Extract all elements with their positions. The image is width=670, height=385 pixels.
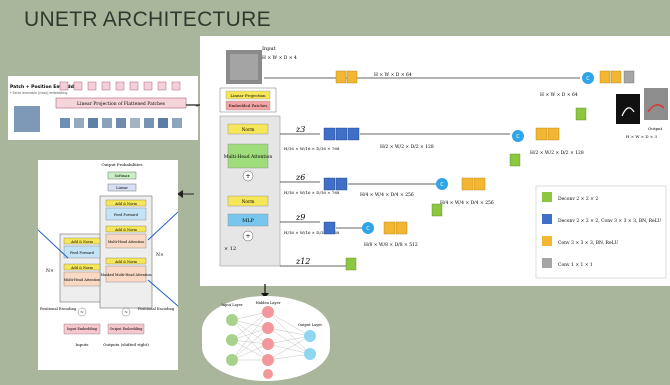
svg-text:Outputs (shifted right): Outputs (shifted right): [103, 342, 149, 347]
deconv-l2-up: [576, 108, 586, 120]
svg-text:Add & Norm: Add & Norm: [70, 266, 94, 270]
z3-label: z3: [295, 125, 305, 134]
z6-dims: H/16 × W/16 × D/16 × 768: [284, 190, 340, 195]
svg-text:Multi-Head Attention: Multi-Head Attention: [64, 278, 101, 282]
svg-text:Add & Norm: Add & Norm: [114, 260, 138, 264]
unetr-diagram: Input H × W × D × 4 Linear Projection Em…: [200, 36, 670, 286]
z3-dims: H/16 × W/16 × D/16 × 768: [284, 146, 340, 151]
output-label: Output: [648, 126, 663, 131]
legend-swatch-deconv-conv: [542, 214, 552, 224]
legend-swatch-conv1: [542, 258, 552, 268]
position-embedding-tokens: [60, 82, 180, 90]
extra-embedding-note: * Extra learnable [class] embedding: [10, 91, 67, 95]
output-probabilities-label: Output Probabilities: [101, 162, 142, 167]
transformer-diagram: Output Probabilities Softmax Linear Add …: [38, 160, 178, 370]
svg-text:Inputs: Inputs: [76, 342, 89, 347]
svg-text:Add & Norm: Add & Norm: [114, 228, 138, 232]
output-segmentation-image: [616, 94, 640, 124]
dims-level1-b: H × W × D × 64: [540, 92, 578, 98]
transformer-panel: Output Probabilities Softmax Linear Add …: [38, 160, 178, 370]
image-patch-thumbnails: [14, 106, 182, 132]
legend-label-deconv-conv: Deconv 2 × 2 × 2, Conv 3 × 3 × 3, BN, Re…: [558, 218, 661, 224]
dims-level2-a: H/2 × W/2 × D/2 × 128: [380, 144, 434, 150]
vit-patch-diagram: Patch + Position Embedding * Extra learn…: [8, 76, 198, 140]
svg-text:C: C: [440, 182, 444, 188]
svg-text:C: C: [586, 76, 590, 82]
z6-label: z6: [295, 173, 305, 182]
dims-level2-b: H/2 × W/2 × D/2 × 128: [530, 150, 584, 156]
linear-projection-label: Linear Projection of Flattened Patches: [77, 101, 166, 107]
dims-level3-b: H/4 × W/4 × D/4 × 256: [440, 200, 494, 206]
legend-label-conv1: Conv 1 × 1 × 1: [558, 262, 593, 268]
svg-text:~: ~: [124, 310, 128, 316]
transformer-encoder-block: [220, 116, 280, 266]
svg-text:Output Layer: Output Layer: [298, 323, 323, 327]
linear-projection-text: Linear Projection: [230, 93, 266, 98]
nx-left: N×: [46, 268, 54, 274]
z9-label: z9: [295, 213, 305, 222]
legend-swatch-conv: [542, 236, 552, 246]
transformer-arrow: [176, 188, 196, 200]
svg-text:Multi-Head Attention: Multi-Head Attention: [108, 240, 145, 244]
svg-text:Add & Norm: Add & Norm: [70, 240, 94, 244]
svg-text:Feed Forward: Feed Forward: [70, 251, 95, 255]
unetr-diagram-panel: Input H × W × D × 4 Linear Projection Em…: [200, 36, 670, 286]
svg-text:Add & Norm: Add & Norm: [114, 202, 138, 206]
svg-text:~: ~: [80, 310, 84, 316]
svg-text:Feed Forward: Feed Forward: [114, 213, 139, 217]
svg-text:Softmax: Softmax: [115, 174, 130, 178]
legend-label-conv: Conv 3 × 3 × 3, BN, ReLU: [558, 240, 618, 246]
dims-level4: H/8 × W/8 × D/8 × 512: [364, 242, 418, 248]
input-label: Input: [262, 46, 276, 52]
legend-box: [536, 186, 666, 278]
z12-label: z12: [295, 257, 310, 266]
conv1x1-block: [624, 71, 634, 83]
mha-label: Multi-Head Attention: [224, 154, 273, 160]
norm-label-1: Norm: [241, 127, 255, 133]
legend-label-deconv: Deconv 2 × 2 × 2: [558, 196, 598, 202]
svg-text:Masked Multi-Head Attention: Masked Multi-Head Attention: [100, 273, 152, 277]
svg-text:C: C: [516, 134, 520, 140]
svg-text:Output Embedding: Output Embedding: [110, 327, 144, 331]
conv-block-l1-a: [336, 71, 346, 83]
neural-network-panel: Input Layer Hidden Layer Output Layer: [202, 296, 330, 381]
svg-text:Positional Encoding: Positional Encoding: [138, 307, 175, 311]
repeat-label: × 12: [224, 246, 236, 252]
output-overlay-image: [644, 88, 668, 120]
conv-block-l1-b: [347, 71, 357, 83]
embedded-patches-text: Embedded Patches: [229, 103, 268, 108]
slide-title: UNETR ARCHITECTURE: [24, 8, 271, 32]
svg-text:Input Layer: Input Layer: [221, 303, 243, 307]
svg-text:Hidden Layer: Hidden Layer: [256, 301, 281, 305]
svg-text:Linear: Linear: [116, 186, 128, 190]
vit-patch-panel: Patch + Position Embedding * Extra learn…: [8, 76, 198, 140]
svg-text:C: C: [366, 226, 370, 232]
mlp-label: MLP: [242, 218, 254, 224]
svg-text:+: +: [245, 233, 250, 240]
input-dims: H × W × D × 4: [262, 55, 297, 61]
nx-right: N×: [156, 252, 164, 258]
svg-text:Positional Encoding: Positional Encoding: [40, 307, 77, 311]
output-dims: H × W × D × 3: [626, 134, 657, 139]
norm-label-2: Norm: [241, 199, 255, 205]
svg-text:Input Embedding: Input Embedding: [67, 327, 98, 331]
patch-embedding-label: Patch + Position Embedding: [10, 84, 82, 90]
svg-text:+: +: [245, 173, 250, 180]
deconv-conv-z3-a: [324, 128, 335, 140]
neural-network-diagram: Input Layer Hidden Layer Output Layer: [202, 296, 330, 381]
dims-level3-a: H/4 × W/4 × D/4 × 256: [360, 192, 414, 198]
legend-swatch-deconv: [542, 192, 552, 202]
dims-level1: H × W × D × 64: [374, 72, 412, 78]
